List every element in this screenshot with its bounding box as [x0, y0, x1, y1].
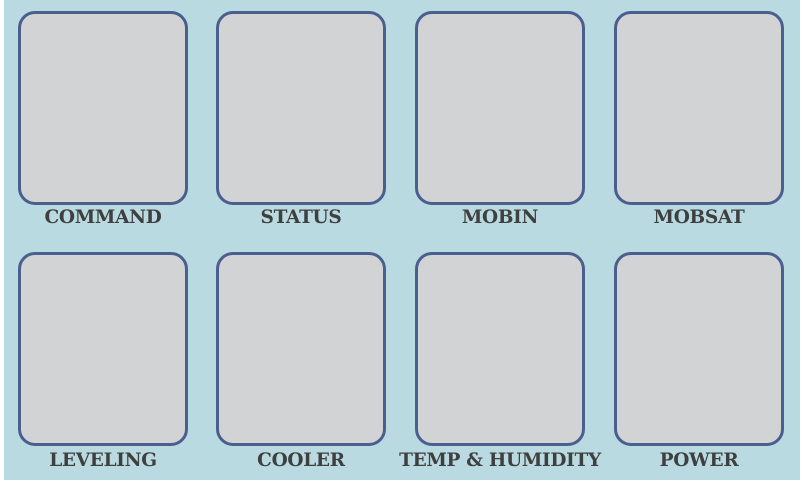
tile-temp-humidity: TEMP & HUMIDITY — [399, 252, 601, 471]
tile-command: COMMAND — [18, 11, 188, 228]
tile-leveling: LEVELING — [18, 252, 188, 471]
status-label: STATUS — [260, 207, 342, 228]
power-button[interactable] — [614, 252, 784, 446]
power-label: POWER — [659, 450, 739, 471]
mobin-label: MOBIN — [461, 207, 539, 228]
command-label: COMMAND — [44, 207, 162, 228]
mobin-button[interactable] — [415, 11, 585, 205]
tile-status: STATUS — [216, 11, 386, 228]
tile-cooler: COOLER — [216, 252, 386, 471]
leveling-label: LEVELING — [49, 450, 157, 471]
cooler-label: COOLER — [257, 450, 345, 471]
command-button[interactable] — [18, 11, 188, 205]
tile-power: POWER — [614, 252, 784, 471]
tile-panel: COMMAND STATUS MOBIN MOBSAT LEVELING COO… — [4, 0, 800, 480]
mobsat-label: MOBSAT — [653, 207, 745, 228]
leveling-button[interactable] — [18, 252, 188, 446]
temp-humidity-button[interactable] — [415, 252, 585, 446]
cooler-button[interactable] — [216, 252, 386, 446]
tile-mobsat: MOBSAT — [614, 11, 784, 228]
tile-mobin: MOBIN — [415, 11, 585, 228]
mobsat-button[interactable] — [614, 11, 784, 205]
temp-humidity-label: TEMP & HUMIDITY — [399, 450, 601, 471]
status-button[interactable] — [216, 11, 386, 205]
